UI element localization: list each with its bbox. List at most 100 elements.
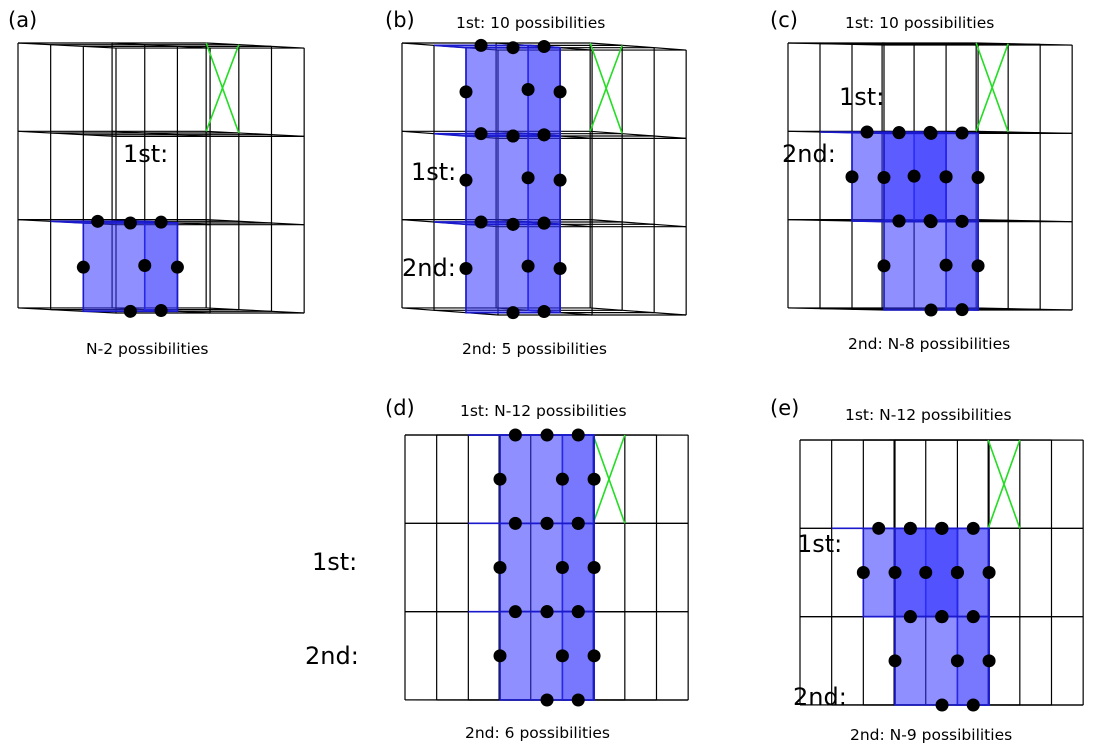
contact-dot [506, 306, 520, 320]
panel-c-bottom-caption: 2nd: N-8 possibilities [848, 335, 1010, 353]
contact-dot [872, 521, 886, 535]
panel-b-letter: (b) [385, 8, 415, 32]
contact-dot [950, 654, 964, 668]
contact-dot [537, 304, 551, 318]
panel-c-label-1st: 1st: [839, 83, 884, 111]
contact-dot [982, 654, 996, 668]
contact-dot [540, 693, 554, 707]
grid-edge [206, 219, 305, 226]
contact-dot [553, 173, 567, 187]
panel-d-top-caption: 1st: N-12 possibilities [460, 402, 627, 420]
panel-d-bottom-caption: 2nd: 6 possibilities [465, 724, 610, 742]
grid-edge [590, 42, 687, 51]
grid-edge [976, 219, 1073, 223]
contact-dot [506, 41, 520, 55]
contact-dot [924, 303, 938, 317]
contact-dot [966, 698, 980, 712]
contact-dot [939, 170, 953, 184]
contact-dot [903, 521, 917, 535]
contact-dot [555, 649, 569, 663]
contact-dot [903, 610, 917, 624]
contact-dot [892, 214, 906, 228]
grid-edge [787, 307, 885, 311]
grid-edge [206, 42, 305, 49]
cube-front-face [465, 46, 561, 137]
cube-front-face [499, 522, 595, 613]
contact-dot [877, 171, 891, 185]
contact-dot [154, 215, 168, 229]
grid-edge [590, 130, 687, 139]
contact-dot [935, 698, 949, 712]
panel-b-cubes [433, 38, 567, 320]
contact-dot [571, 428, 585, 442]
panel-e: (e) 1st: N-12 possibilities 1st: 2nd: 2n… [770, 396, 1084, 744]
cube-front-face [894, 527, 990, 618]
contact-dot [553, 85, 567, 99]
diagonal-mark [975, 43, 1009, 132]
contact-dot [950, 566, 964, 580]
contact-dot [555, 561, 569, 575]
contact-dot [907, 169, 921, 183]
contact-dot [521, 171, 535, 185]
panel-c-letter: (c) [770, 8, 798, 32]
grid-edge [206, 307, 305, 314]
contact-dot [537, 128, 551, 142]
panel-c-label-2nd: 2nd: [782, 140, 836, 168]
contact-dot [123, 304, 137, 318]
contact-dot [955, 303, 969, 317]
panel-a-cubes [50, 214, 184, 318]
contact-dot [459, 85, 473, 99]
contact-dot [138, 258, 152, 272]
contact-dot [540, 605, 554, 619]
contact-dot [540, 428, 554, 442]
panel-c-cubes [819, 125, 985, 317]
contact-dot [924, 126, 938, 140]
contact-dot [474, 127, 488, 141]
contact-dot [521, 83, 535, 97]
contact-dot [856, 566, 870, 580]
contact-dot [508, 516, 522, 530]
contact-dot [76, 260, 90, 274]
panel-c: (c) 1st: 10 possibilities 1st: 2nd: 2nd:… [770, 8, 1073, 353]
contact-dot [459, 173, 473, 187]
diagonal-mark [987, 439, 1021, 529]
contact-dot [508, 428, 522, 442]
contact-dot [982, 566, 996, 580]
grid-edge [17, 307, 117, 314]
panel-e-top-caption: 1st: N-12 possibilities [845, 406, 1012, 424]
grid-edge [976, 42, 1073, 46]
grid-edge [112, 130, 211, 137]
contact-dot [939, 258, 953, 272]
contact-dot [508, 605, 522, 619]
contact-dot [459, 261, 473, 275]
contact-dot [587, 649, 601, 663]
contact-dot [540, 516, 554, 530]
cube-front-face [499, 434, 595, 525]
grid-edge [112, 42, 211, 49]
panel-e-cubes [831, 521, 996, 712]
contact-dot [170, 260, 184, 274]
grid-edge [401, 307, 499, 316]
contact-dot [493, 649, 507, 663]
grid-edge [17, 130, 117, 137]
contact-dot [860, 125, 874, 139]
panel-b-bottom-caption: 2nd: 5 possibilities [462, 340, 607, 358]
contact-dot [154, 303, 168, 317]
panel-e-label-2nd: 2nd: [793, 683, 847, 711]
contact-dot [474, 215, 488, 229]
contact-dot [91, 214, 105, 228]
contact-dot [966, 521, 980, 535]
panel-a: (a) 1st: N-2 possibilities [8, 8, 305, 358]
contact-dot [955, 214, 969, 228]
panel-d: (d) 1st: N-12 possibilities 1st: 2nd: 2n… [305, 396, 689, 742]
grid-edge [976, 307, 1073, 311]
grid-edge [590, 307, 687, 316]
contact-dot [506, 217, 520, 231]
cube-front-face [82, 222, 179, 313]
cube-front-face [465, 135, 561, 226]
cube-front-face [499, 610, 595, 701]
diagonal-mark [589, 45, 623, 132]
panel-b: (b) 1st: 10 possibilities 1st: 2nd: 2nd:… [385, 8, 687, 358]
diagonal-mark [592, 434, 626, 524]
